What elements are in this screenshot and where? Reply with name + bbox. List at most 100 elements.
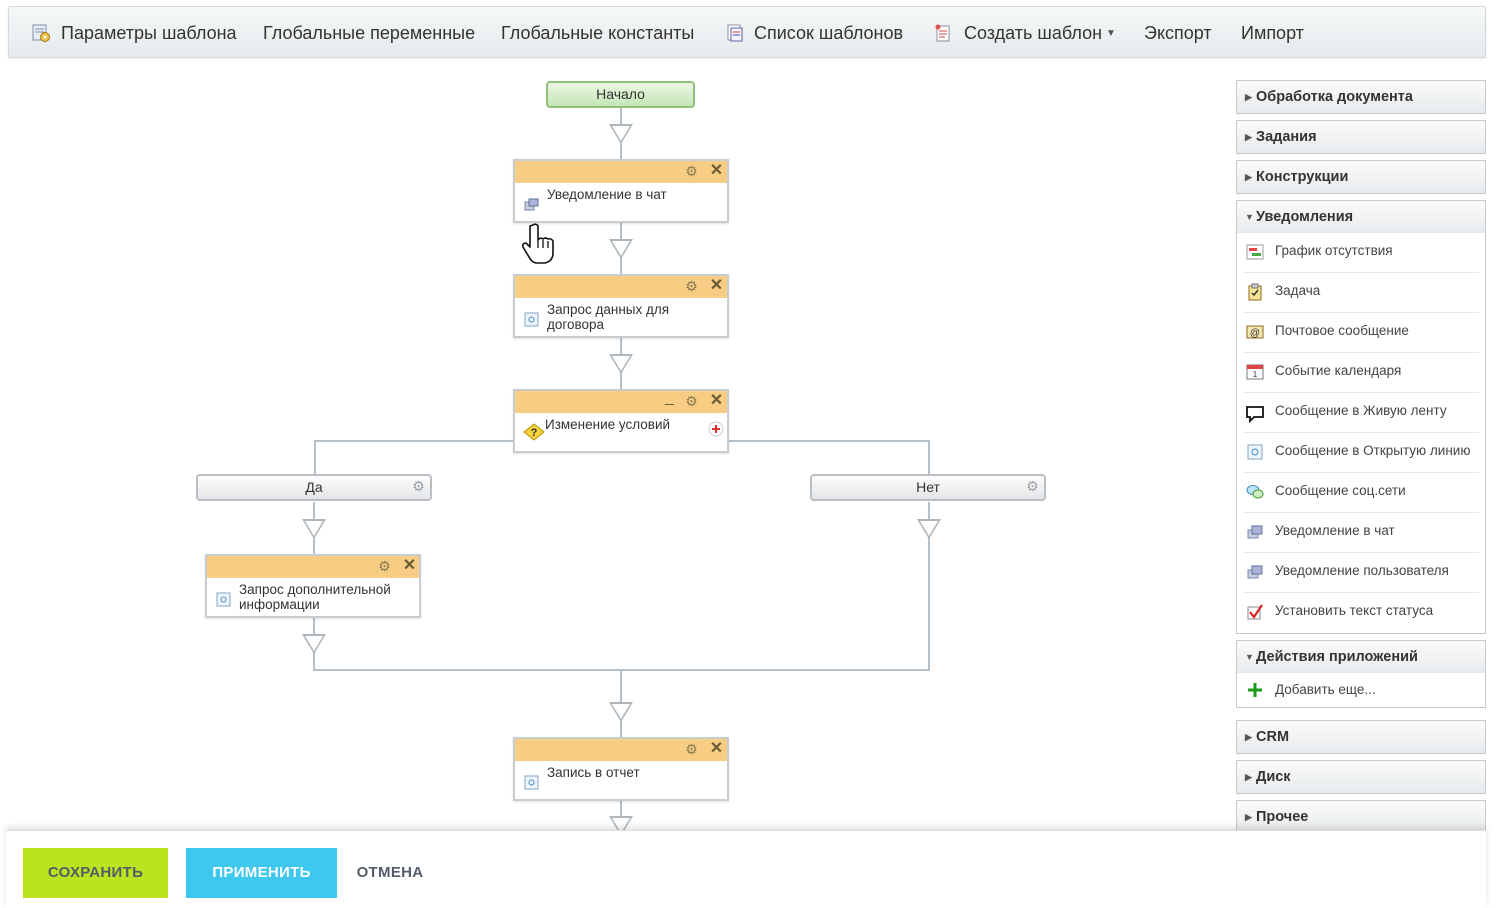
activity-label: Изменение условий bbox=[545, 417, 671, 432]
palette-item-label: Уведомление в чат bbox=[1275, 523, 1395, 538]
section-header-notifications[interactable]: ▼Уведомления bbox=[1237, 201, 1485, 233]
section-title: Обработка документа bbox=[1256, 89, 1413, 105]
section-title: Прочее bbox=[1256, 809, 1309, 825]
gear-icon[interactable]: ⚙ bbox=[378, 558, 391, 574]
start-node[interactable]: Начало bbox=[546, 81, 695, 108]
section-title: Действия приложений bbox=[1256, 649, 1418, 665]
activity-header: _ ⚙ ✕ bbox=[515, 389, 727, 413]
gear-icon[interactable]: ⚙ bbox=[412, 478, 425, 494]
import-button[interactable]: Импорт bbox=[1241, 23, 1304, 43]
form-icon bbox=[1247, 444, 1263, 460]
branch-label: Да bbox=[305, 479, 323, 495]
palette-item-livefeed[interactable]: Сообщение в Живую ленту bbox=[1243, 393, 1479, 433]
plus-icon bbox=[1248, 683, 1262, 697]
save-button[interactable]: СОХРАНИТЬ bbox=[23, 848, 168, 898]
drop-arrow[interactable] bbox=[609, 354, 633, 374]
gear-icon[interactable]: ⚙ bbox=[685, 741, 698, 757]
palette-item-absence[interactable]: График отсутствия bbox=[1243, 233, 1479, 273]
chat-icon bbox=[524, 198, 539, 211]
section-header-constructions[interactable]: ▶ Конструкции bbox=[1237, 161, 1485, 193]
chat-icon bbox=[1247, 525, 1263, 539]
connector-line bbox=[729, 440, 930, 442]
close-icon[interactable]: ✕ bbox=[709, 162, 724, 179]
section-crm: ▶CRM bbox=[1236, 720, 1486, 754]
footer-bar: СОХРАНИТЬ ПРИМЕНИТЬ ОТМЕНА bbox=[6, 830, 1486, 908]
activity-condition[interactable]: _ ⚙ ✕ ? Изменение условий bbox=[513, 389, 729, 453]
chevron-right-icon: ▶ bbox=[1245, 772, 1252, 782]
close-icon[interactable]: ✕ bbox=[709, 392, 724, 409]
palette-item-user-notify[interactable]: Уведомление пользователя bbox=[1243, 553, 1479, 593]
cancel-button[interactable]: ОТМЕНА bbox=[356, 864, 424, 881]
palette-item-label: Сообщение в Живую ленту bbox=[1275, 403, 1447, 418]
branch-yes[interactable]: Да ⚙ bbox=[196, 474, 432, 501]
form-icon bbox=[524, 775, 539, 790]
activity-report[interactable]: ⚙ ✕ Запись в отчет bbox=[513, 737, 729, 801]
create-template-icon bbox=[935, 24, 950, 42]
drop-arrow[interactable] bbox=[917, 519, 941, 539]
chat-icon bbox=[1247, 565, 1263, 579]
apply-button[interactable]: ПРИМЕНИТЬ bbox=[186, 848, 337, 898]
palette-item-social[interactable]: Сообщение соц.сети bbox=[1243, 473, 1479, 513]
close-icon[interactable]: ✕ bbox=[709, 740, 724, 757]
section-tasks: ▶Задания bbox=[1236, 120, 1486, 154]
drop-arrow[interactable] bbox=[609, 124, 633, 144]
create-template-dropdown[interactable]: Создать шаблон▼ bbox=[964, 7, 1116, 59]
activity-request-data[interactable]: ⚙ ✕ Запрос данных для договора bbox=[513, 274, 729, 338]
global-variables-button[interactable]: Глобальные переменные bbox=[263, 23, 476, 43]
palette-item-calendar[interactable]: 1 Событие календаря bbox=[1243, 353, 1479, 393]
section-header-tasks[interactable]: ▶Задания bbox=[1237, 121, 1485, 153]
global-constants-button[interactable]: Глобальные константы bbox=[501, 23, 695, 43]
chevron-right-icon: ▶ bbox=[1245, 172, 1252, 182]
activity-label: Запрос дополнительной информации bbox=[239, 582, 391, 612]
activity-chat-notify[interactable]: ⚙ ✕ Уведомление в чат bbox=[513, 159, 729, 223]
close-icon[interactable]: ✕ bbox=[402, 557, 417, 574]
hand-cursor-icon bbox=[522, 223, 554, 264]
drop-arrow[interactable] bbox=[609, 239, 633, 259]
palette-item-mail[interactable]: @ Почтовое сообщение bbox=[1243, 313, 1479, 353]
section-header-doc-processing[interactable]: ▶Обработка документа bbox=[1237, 81, 1485, 113]
gear-icon[interactable]: ⚙ bbox=[1026, 478, 1039, 494]
section-header-disk[interactable]: ▶Диск bbox=[1237, 761, 1485, 793]
drop-arrow[interactable] bbox=[302, 519, 326, 539]
section-header-app-actions[interactable]: ▼Действия приложений bbox=[1237, 641, 1485, 673]
section-other: ▶ Прочее bbox=[1236, 800, 1486, 832]
activity-label: Запрос данных для договора bbox=[547, 302, 670, 332]
form-icon bbox=[216, 592, 231, 607]
palette-item-label: Сообщение соц.сети bbox=[1275, 483, 1406, 498]
activity-request-more[interactable]: ⚙ ✕ Запрос дополнительной информации bbox=[205, 554, 421, 618]
activity-header: ⚙ ✕ bbox=[207, 556, 419, 578]
palette-item-task[interactable]: Задача bbox=[1243, 273, 1479, 313]
palette-item-status[interactable]: Установить текст статуса bbox=[1243, 593, 1479, 633]
template-params-button[interactable]: Параметры шаблона bbox=[61, 23, 237, 43]
branch-no[interactable]: Нет ⚙ bbox=[810, 474, 1046, 501]
drop-arrow[interactable] bbox=[302, 634, 326, 654]
section-doc-processing: ▶Обработка документа bbox=[1236, 80, 1486, 114]
connector-line bbox=[620, 800, 622, 830]
section-header-crm[interactable]: ▶CRM bbox=[1237, 721, 1485, 753]
add-branch-icon[interactable] bbox=[708, 421, 724, 437]
absence-chart-icon bbox=[1246, 244, 1264, 260]
gear-icon[interactable]: ⚙ bbox=[685, 163, 698, 179]
gear-icon[interactable]: ⚙ bbox=[685, 278, 698, 294]
collapse-icon[interactable]: _ bbox=[665, 389, 674, 406]
palette-item-label: Событие календаря bbox=[1275, 363, 1402, 378]
speech-bubble-icon bbox=[1246, 406, 1264, 423]
activity-palette: ▶Обработка документа ▶Задания ▶Конструкц… bbox=[1236, 80, 1486, 832]
drop-arrow[interactable] bbox=[609, 702, 633, 722]
palette-item-add-more[interactable]: Добавить еще... bbox=[1243, 673, 1479, 707]
export-button[interactable]: Экспорт bbox=[1144, 23, 1212, 43]
connector-line bbox=[928, 502, 930, 670]
gear-icon[interactable]: ⚙ bbox=[685, 393, 698, 409]
social-chat-icon bbox=[1246, 485, 1264, 499]
palette-item-openline[interactable]: Сообщение в Открытую линию bbox=[1243, 433, 1479, 473]
chevron-right-icon: ▶ bbox=[1245, 812, 1252, 822]
section-constructions: ▶ Конструкции bbox=[1236, 160, 1486, 194]
section-title: Задания bbox=[1256, 129, 1317, 145]
close-icon[interactable]: ✕ bbox=[709, 277, 724, 294]
section-title: Конструкции bbox=[1256, 169, 1349, 185]
palette-item-label: График отсутствия bbox=[1275, 243, 1393, 258]
chevron-down-icon: ▼ bbox=[1106, 28, 1116, 40]
template-list-button[interactable]: Список шаблонов bbox=[754, 23, 904, 43]
palette-item-chat-notify[interactable]: Уведомление в чат bbox=[1243, 513, 1479, 553]
section-header-other[interactable]: ▶ Прочее bbox=[1237, 801, 1485, 832]
